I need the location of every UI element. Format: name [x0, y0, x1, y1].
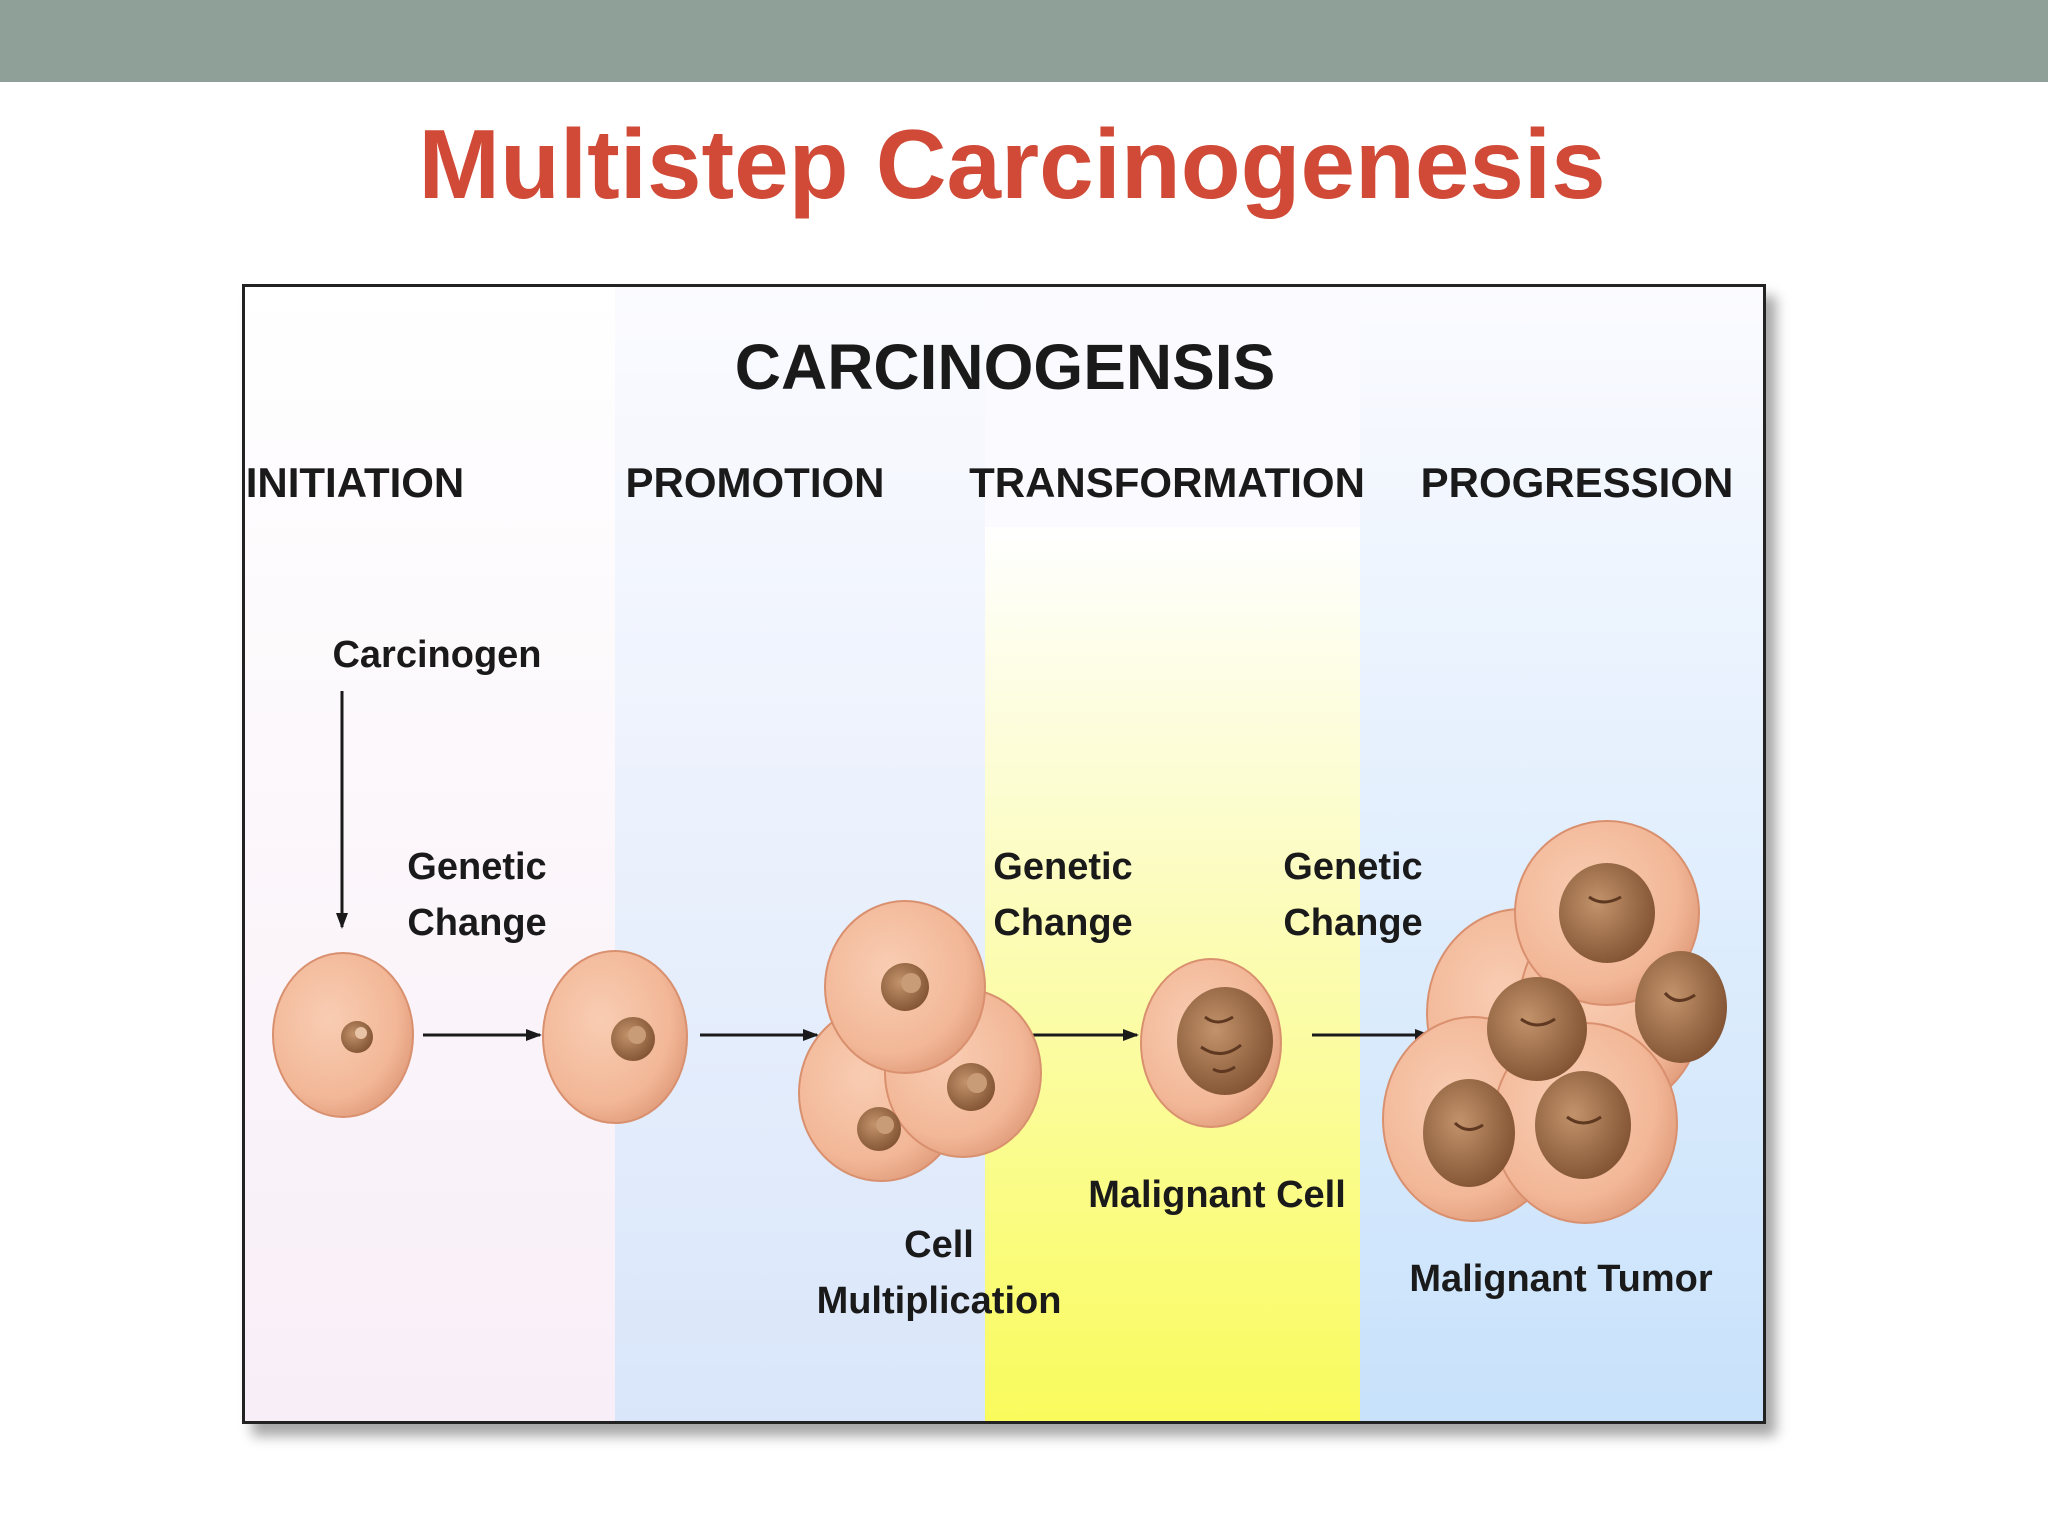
- genetic-label-2: Genetic: [993, 846, 1132, 888]
- stage-transformation: TRANSFORMATION: [969, 459, 1365, 506]
- malignant-cell-label: Malignant Cell: [1088, 1174, 1346, 1216]
- transformation-band-top: [985, 287, 1360, 527]
- normal-cell: [272, 952, 414, 1118]
- malignant-tumor-label: Malignant Tumor: [1409, 1258, 1712, 1300]
- cell-multiplication-cluster: [798, 900, 1042, 1182]
- carcinogenesis-diagram: CARCINOGENSIS INITIATION PROMOTION TRANS…: [245, 287, 1763, 1421]
- multiplication-label: Multiplication: [817, 1280, 1062, 1322]
- carcinogen-label: Carcinogen: [332, 634, 541, 676]
- malignant-tumor: [1382, 820, 1727, 1224]
- change-label-2: Change: [993, 902, 1132, 944]
- stage-promotion: PROMOTION: [626, 459, 885, 506]
- stage-progression: PROGRESSION: [1421, 459, 1734, 506]
- top-banner: [0, 0, 2048, 82]
- stage-initiation: INITIATION: [246, 459, 465, 506]
- promotion-band: [615, 287, 985, 1421]
- initiation-band: [245, 287, 615, 1421]
- slide-title: Multistep Carcinogenesis: [418, 109, 1606, 219]
- malignant-cell: [1140, 958, 1282, 1128]
- genetic-label-1: Genetic: [407, 846, 546, 888]
- initiated-cell: [542, 950, 688, 1124]
- cell-label: Cell: [904, 1224, 974, 1266]
- change-label-3: Change: [1283, 902, 1422, 944]
- genetic-label-3: Genetic: [1283, 846, 1422, 888]
- change-label-1: Change: [407, 902, 546, 944]
- diagram-heading: CARCINOGENSIS: [735, 331, 1276, 403]
- carcinogenesis-figure: CARCINOGENSIS INITIATION PROMOTION TRANS…: [242, 284, 1766, 1424]
